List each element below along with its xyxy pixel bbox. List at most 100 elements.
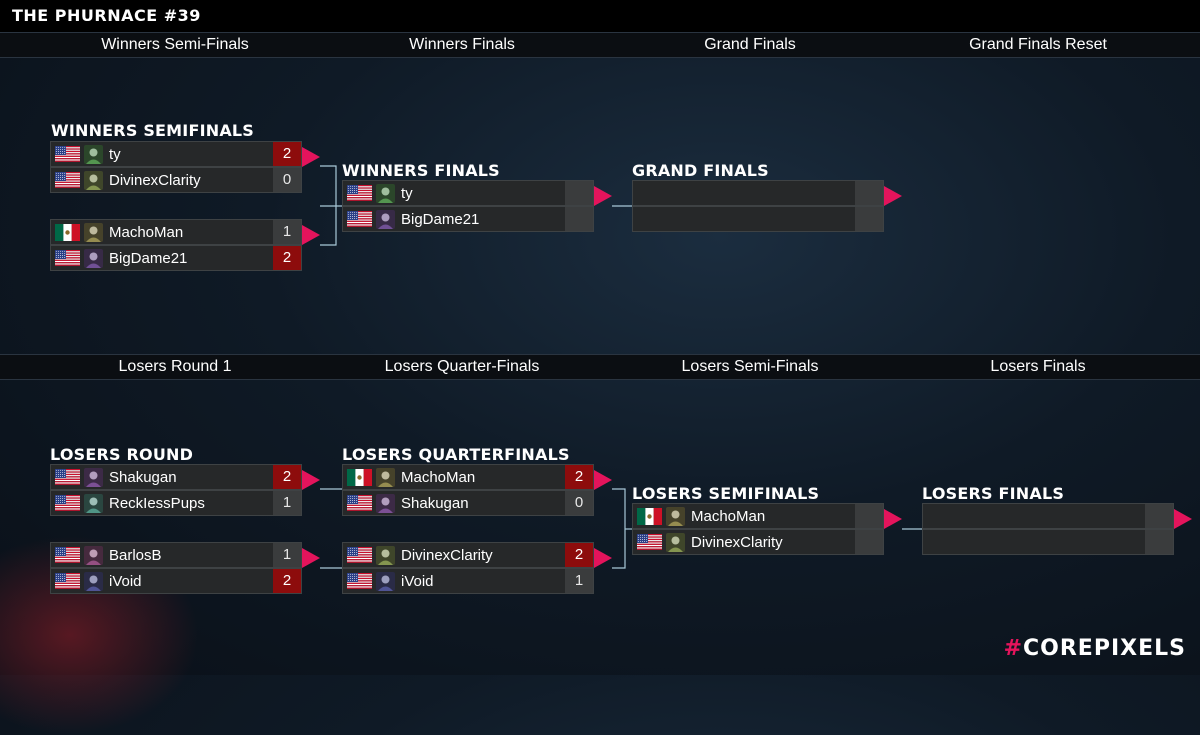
brand-hash: # xyxy=(1003,636,1024,661)
mx-flag-icon xyxy=(347,469,372,486)
connector-line xyxy=(612,488,626,569)
brand-logo: #COREPIXELS xyxy=(1004,636,1186,661)
player-name: BigDame21 xyxy=(401,211,480,228)
empty-player-row[interactable] xyxy=(922,503,1174,529)
us-flag-icon xyxy=(55,547,80,564)
player-score: 1 xyxy=(273,491,301,515)
advance-arrow-icon xyxy=(1174,509,1192,529)
player-score: 2 xyxy=(273,465,301,489)
player-score xyxy=(565,207,593,231)
player-row[interactable]: ty xyxy=(342,180,594,206)
round-label-losers-sf: Losers Semi-Finals xyxy=(681,358,819,375)
player-row[interactable]: BigDame21 2 xyxy=(50,245,302,271)
us-flag-icon xyxy=(347,211,372,228)
player-name: Shakugan xyxy=(401,495,469,512)
advance-arrow-icon xyxy=(594,186,612,206)
player-name: MachoMan xyxy=(109,224,184,241)
us-flag-icon xyxy=(55,250,80,267)
character-avatar-icon xyxy=(376,184,395,203)
round-label-grand-finals: Grand Finals xyxy=(704,36,796,53)
player-score: 2 xyxy=(565,543,593,567)
player-name: iVoid xyxy=(401,573,434,590)
player-score xyxy=(855,181,883,205)
player-score: 2 xyxy=(273,246,301,270)
winners-round-header: Winners Semi-Finals Winners Finals Grand… xyxy=(0,32,1200,58)
character-avatar-icon xyxy=(84,223,103,242)
character-avatar-icon xyxy=(666,533,685,552)
player-score: 2 xyxy=(273,569,301,593)
section-title-losers-finals: LOSERS FINALS xyxy=(922,484,1065,503)
player-name: MachoMan xyxy=(401,469,476,486)
empty-player-row[interactable] xyxy=(922,529,1174,555)
player-score: 1 xyxy=(273,543,301,567)
round-label-winners-semi: Winners Semi-Finals xyxy=(101,36,249,53)
section-title-losers-round: LOSERS ROUND xyxy=(50,445,194,464)
character-avatar-icon xyxy=(84,249,103,268)
character-avatar-icon xyxy=(84,572,103,591)
round-label-losers-finals: Losers Finals xyxy=(990,358,1086,375)
us-flag-icon xyxy=(347,185,372,202)
us-flag-icon xyxy=(55,172,80,189)
player-score: 0 xyxy=(273,168,301,192)
player-score xyxy=(855,530,883,554)
character-avatar-icon xyxy=(84,494,103,513)
player-row[interactable]: Shakugan 0 xyxy=(342,490,594,516)
match-losers-finals[interactable] xyxy=(922,503,1174,557)
player-row[interactable]: BarlosB 1 xyxy=(50,542,302,568)
section-title-winners-finals: WINNERS FINALS xyxy=(342,161,500,180)
us-flag-icon xyxy=(55,146,80,163)
player-row[interactable]: BigDame21 xyxy=(342,206,594,232)
player-name: BarlosB xyxy=(109,547,162,564)
empty-player-row[interactable] xyxy=(632,180,884,206)
us-flag-icon xyxy=(347,573,372,590)
player-score: 0 xyxy=(565,491,593,515)
player-score: 2 xyxy=(273,142,301,166)
player-row[interactable]: DivinexClarity xyxy=(632,529,884,555)
player-name: ty xyxy=(401,185,413,202)
bracket-connectors xyxy=(320,165,922,569)
us-flag-icon xyxy=(637,534,662,551)
section-title-winners-semifinals: WINNERS SEMIFINALS xyxy=(51,121,255,140)
brand-name: COREPIXELS xyxy=(1023,636,1186,661)
player-name: MachoMan xyxy=(691,508,766,525)
empty-player-row[interactable] xyxy=(632,206,884,232)
advance-arrow-icon xyxy=(594,548,612,568)
match-grand-finals[interactable] xyxy=(632,180,884,234)
section-title-losers-semifinals: LOSERS SEMIFINALS xyxy=(632,484,820,503)
player-name: ty xyxy=(109,146,121,163)
title-bar: THE PHURNACE #39 xyxy=(0,0,1200,32)
player-score xyxy=(1145,530,1173,554)
character-avatar-icon xyxy=(84,546,103,565)
player-row[interactable]: MachoMan xyxy=(632,503,884,529)
player-score xyxy=(1145,504,1173,528)
player-row[interactable]: MachoMan 2 xyxy=(342,464,594,490)
character-avatar-icon xyxy=(666,507,685,526)
character-avatar-icon xyxy=(376,572,395,591)
player-score: 2 xyxy=(565,465,593,489)
player-row[interactable]: ty 2 xyxy=(50,141,302,167)
player-name: BigDame21 xyxy=(109,250,188,267)
character-avatar-icon xyxy=(376,494,395,513)
mx-flag-icon xyxy=(55,224,80,241)
character-avatar-icon xyxy=(376,210,395,229)
us-flag-icon xyxy=(347,495,372,512)
us-flag-icon xyxy=(55,495,80,512)
advance-arrow-icon xyxy=(302,225,320,245)
round-label-winners-finals: Winners Finals xyxy=(409,36,515,53)
player-score xyxy=(855,207,883,231)
